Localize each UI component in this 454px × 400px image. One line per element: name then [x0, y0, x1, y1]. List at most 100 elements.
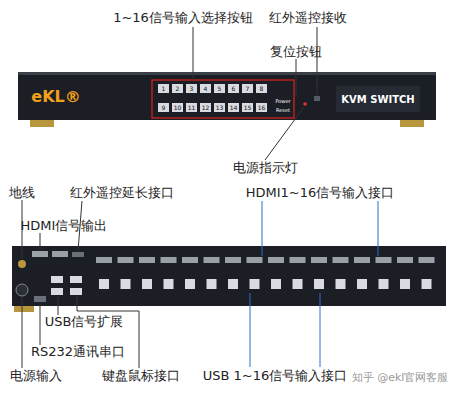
select-button [242, 84, 253, 93]
callout-label: HDMI信号输出 [21, 219, 108, 233]
leader-line [250, 293, 251, 367]
leader-line [40, 303, 41, 345]
button-number: 9 [162, 104, 166, 111]
select-button [200, 84, 211, 93]
callout-label: 红外遥控延长接口 [70, 186, 174, 200]
leader-line [58, 296, 59, 315]
hdmi-in-port [311, 257, 327, 263]
callout-label: 1~16信号输入选择按钮 [113, 11, 253, 25]
callout-label: 键盘鼠标接口 [102, 369, 180, 383]
highlight-box [152, 80, 294, 118]
hdmi-in-port [354, 257, 370, 263]
button-number: 2 [176, 85, 180, 92]
select-button [242, 103, 253, 112]
leader-line [40, 233, 41, 250]
select-button [228, 84, 239, 93]
hdmi-in-port [204, 257, 220, 263]
hdmi-in-port [333, 257, 349, 263]
callout-label: 电源输入 [10, 369, 62, 383]
select-button [172, 84, 183, 93]
rs232-port [34, 296, 46, 302]
name-plate [336, 86, 420, 112]
usb-b-port [379, 279, 389, 289]
hdmi-in-port [376, 257, 392, 263]
usb-b-port [314, 279, 324, 289]
panel-text: Reset [276, 108, 290, 114]
power-jack [16, 284, 28, 296]
button-number: 10 [174, 104, 182, 111]
button-number: 12 [202, 104, 210, 111]
hdmi-out-port [52, 251, 68, 257]
usb-b-port [271, 279, 281, 289]
callout-label: USB信号扩展 [45, 315, 124, 329]
button-number: 4 [204, 85, 208, 92]
hdmi-in-port [118, 257, 134, 263]
usb-b-port [121, 279, 131, 289]
select-button [172, 103, 183, 112]
leader-line [193, 27, 194, 80]
select-button [200, 103, 211, 112]
leader-line [22, 297, 23, 368]
usb-b-port [207, 279, 217, 289]
usb-b-port [357, 279, 367, 289]
select-button [186, 84, 197, 93]
select-button [256, 103, 267, 112]
ground-screw [18, 260, 26, 268]
hdmi-out-port [32, 251, 48, 257]
product-name: KVM SWITCH [341, 94, 414, 105]
leader-line [320, 293, 321, 367]
usb-b-port [142, 279, 152, 289]
hdmi-in-port [161, 257, 177, 263]
select-button [228, 103, 239, 112]
button-number: 3 [190, 85, 194, 92]
brand-logo: eKL® [31, 88, 80, 106]
leader-line [317, 27, 318, 95]
button-number: 15 [244, 104, 252, 111]
front-panel [18, 72, 436, 120]
usb-b-port [293, 279, 303, 289]
select-button [214, 103, 225, 112]
callout-label: HDMI1~16信号输入接口 [246, 186, 395, 200]
hdmi-in-port [290, 257, 306, 263]
ir-port [72, 252, 84, 257]
select-button [214, 84, 225, 93]
leader-line [296, 59, 297, 96]
button-number: 7 [246, 85, 250, 92]
button-number: 14 [230, 104, 238, 111]
callout-label: 电源指示灯 [233, 161, 298, 175]
leader-line [262, 201, 263, 256]
hdmi-in-port [182, 257, 198, 263]
usb-port [70, 276, 82, 283]
hdmi-in-port [397, 257, 413, 263]
select-button [158, 84, 169, 93]
foot [400, 120, 424, 127]
hdmi-in-port [96, 257, 112, 263]
panel-text: Power [275, 99, 290, 105]
button-number: 11 [188, 104, 196, 111]
button-number: 6 [232, 85, 236, 92]
usb-b-port [228, 279, 238, 289]
foot [30, 120, 54, 127]
foot [14, 306, 34, 312]
usb-b-port [422, 279, 432, 289]
usb-port [51, 276, 63, 283]
usb-b-port [185, 279, 195, 289]
hdmi-in-port [225, 257, 241, 263]
callout-label: 红外遥控接收 [269, 11, 347, 25]
ir-window [314, 96, 320, 101]
callout-label: 地线 [9, 186, 35, 200]
usb-b-port [99, 279, 109, 289]
select-button [186, 103, 197, 112]
watermark: 知乎 @ekl官网客服 [352, 372, 449, 384]
callout-label: RS232通讯串口 [31, 345, 125, 359]
hdmi-in-port [268, 257, 284, 263]
leader-line [378, 201, 379, 256]
button-number: 5 [218, 85, 222, 92]
hdmi-in-port [419, 257, 435, 263]
panel-edge [18, 72, 436, 75]
hdmi-in-port [247, 257, 263, 263]
button-number: 16 [258, 104, 266, 111]
callout-label: USB 1~16信号输入接口 [203, 369, 348, 383]
